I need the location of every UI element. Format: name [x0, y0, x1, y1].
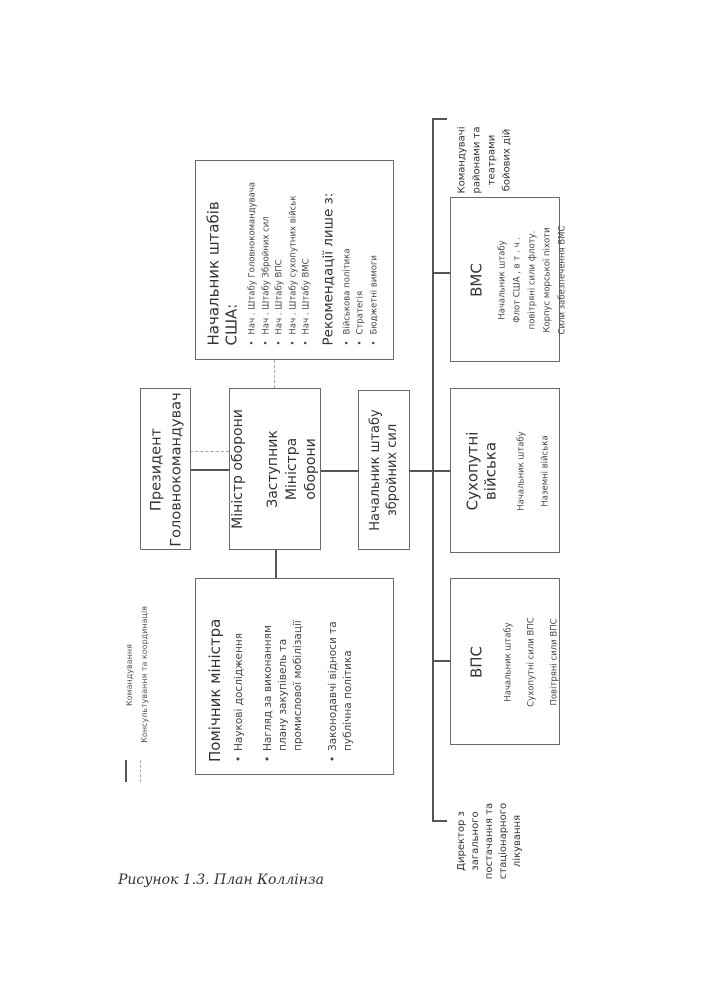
airforce-branch	[432, 660, 450, 662]
list-item: Нагляд за виконанням плану закупівель та…	[261, 601, 306, 762]
president-minister-line	[190, 469, 229, 471]
list-item: Нач . Штабу Головнокомандувача	[246, 171, 260, 345]
airforce-title: ВПС	[467, 645, 485, 678]
director-branch	[432, 820, 447, 822]
chief-of-staff-box: Начальник штабу збройних сил	[358, 390, 410, 550]
minister-box: Міністр оборони Заступник Міністра оборо…	[229, 388, 321, 550]
legend-consult-label: Консультування та координація	[140, 606, 149, 743]
president-title: Президент	[147, 427, 164, 511]
deputy-minister-title: Заступник Міністра оборони	[265, 430, 319, 508]
list-item: Військова політика	[341, 171, 355, 345]
navy-line: Начальник штабу	[497, 239, 507, 320]
navy-title: ВМС	[467, 262, 485, 297]
airforce-line: Сухопутні сили ВПС	[526, 616, 536, 707]
minister-jointchiefs-dashed	[274, 360, 275, 388]
legend-command-label: Командування	[125, 644, 134, 706]
main-vertical-line	[432, 118, 434, 821]
joint-chiefs-list: Нач . Штабу Головнокомандувача Нач . Шта…	[246, 171, 314, 345]
navy-box: ВМС Начальник штабу Флот США , в т . ч .…	[450, 197, 567, 362]
list-item: Законодавчі відноси та публічна політика	[326, 601, 356, 762]
list-item: Нач . Штабу сухопутних військ	[287, 171, 301, 345]
army-box: Сухопутні війська Начальник штабу Наземн…	[450, 388, 560, 553]
list-item: Наукові дослідження	[232, 601, 247, 762]
list-item: Бюджетні вимоги	[368, 171, 382, 345]
list-item: Нач . Штабу ВМС	[300, 171, 314, 345]
navy-line: повітряні сили флоту.	[527, 230, 537, 329]
airforce-line: Начальник штабу	[503, 621, 513, 702]
figure-caption: Рисунок 1.3. План Коллінза	[118, 872, 324, 888]
navy-line: Сили забезпечення ВМС	[557, 225, 567, 334]
list-item: Нач . Штабу Збройних сил	[260, 171, 274, 345]
commanders-label: Командувачі районами та театрами бойових…	[456, 126, 513, 194]
joint-chiefs-box: Начальник штабів США: Нач . Штабу Головн…	[195, 160, 394, 360]
commanders-branch	[432, 118, 447, 120]
director-label: Директор з загального постачання та стац…	[456, 802, 523, 880]
recommendations-title: Рекомендації лише з:	[319, 192, 336, 345]
president-box: Президент Головнокомандувач	[140, 388, 191, 550]
army-line: Наземні війська	[540, 434, 550, 507]
list-item: Нач . Штабу ВПС	[273, 171, 287, 345]
assistant-list: Наукові дослідження Нагляд за виконанням…	[232, 601, 356, 762]
list-item: Стратегія	[354, 171, 368, 345]
assistant-box: Помічник міністра Наукові дослідження На…	[195, 578, 394, 775]
airforce-box: ВПС Начальник штабу Сухопутні сили ВПС П…	[450, 578, 560, 745]
chief-of-staff-title: Начальник штабу збройних сил	[368, 409, 400, 531]
navy-line: Флот США , в т . ч .	[512, 236, 522, 323]
navy-line: Корпус морської піхоти	[542, 226, 552, 333]
minister-assistant-line	[275, 550, 277, 578]
airforce-line: Повітряні сили ВПС	[549, 617, 559, 706]
legend-solid-line	[125, 760, 127, 782]
recommendations-list: Військова політика Стратегія Бюджетні ви…	[341, 171, 382, 345]
president-minister-dashed	[190, 451, 229, 452]
legend-dashed-line	[140, 760, 141, 782]
assistant-title: Помічник міністра	[206, 618, 224, 762]
minister-title: Міністр оборони	[230, 409, 246, 529]
president-subtitle: Головнокомандувач	[167, 391, 184, 547]
navy-branch	[432, 272, 450, 274]
joint-chiefs-title: Начальник штабів США:	[204, 200, 240, 345]
army-title: Сухопутні війська	[463, 431, 499, 510]
army-line: Начальник штабу	[516, 430, 526, 511]
